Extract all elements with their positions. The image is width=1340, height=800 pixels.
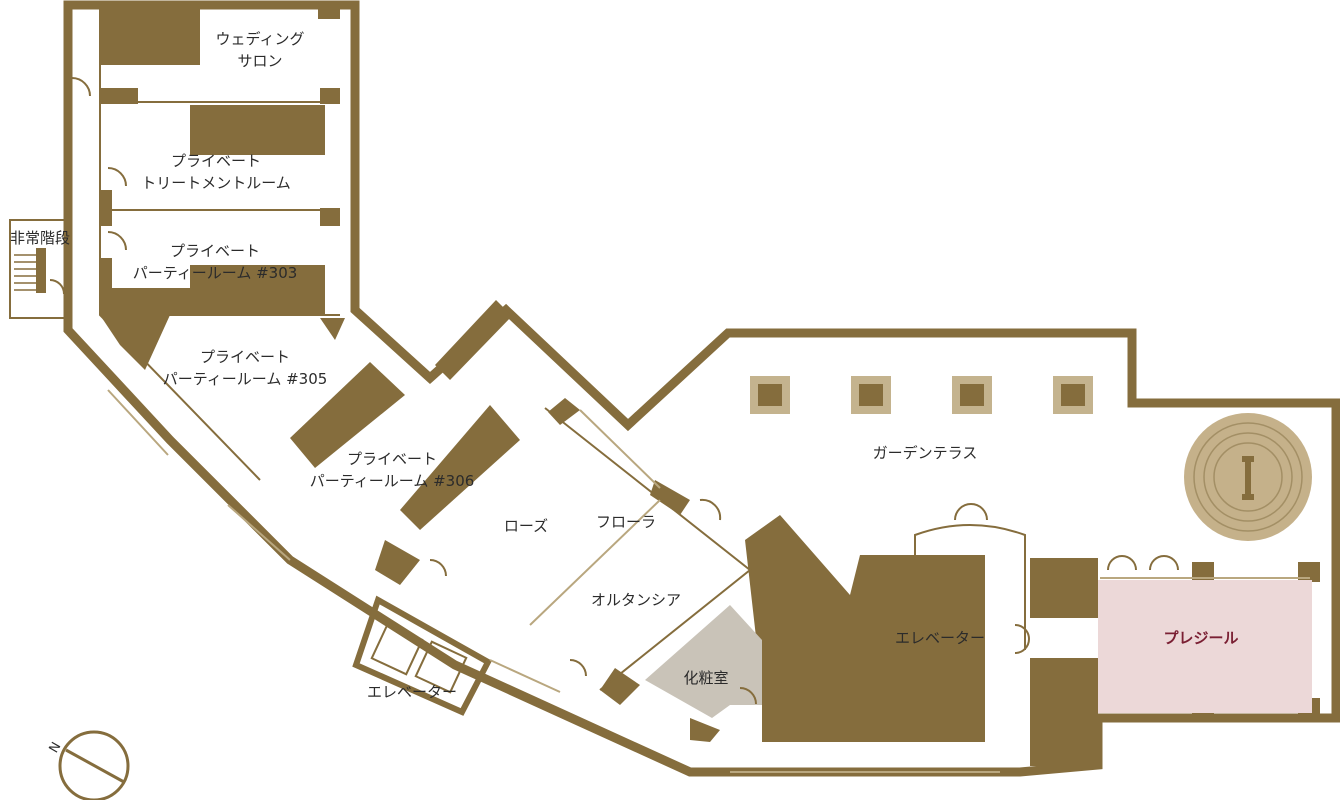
label-party-306: プライベートパーティールーム #306 bbox=[309, 450, 475, 490]
label-hortensia: オルタンシア bbox=[590, 591, 682, 609]
label-party-305: プライベートパーティールーム #305 bbox=[162, 348, 328, 388]
label-emergency-stairs: 非常階段 bbox=[9, 229, 71, 247]
core-303b bbox=[100, 288, 195, 315]
core-306c bbox=[435, 300, 512, 380]
label-party-303: プライベートパーティールーム #303 bbox=[132, 242, 298, 282]
label-pleasir: プレジール bbox=[1163, 629, 1239, 647]
core-hortensia bbox=[600, 668, 640, 705]
elevator-left-car-2 bbox=[414, 640, 468, 694]
core-flora bbox=[650, 480, 690, 515]
core-305 bbox=[100, 315, 170, 370]
elevator-right-frame-a bbox=[918, 568, 930, 580]
elevator-right-frame-b bbox=[955, 568, 967, 580]
core-rose bbox=[548, 398, 580, 425]
core-303 bbox=[190, 265, 325, 315]
elevator-left-car-1 bbox=[370, 622, 424, 676]
pillar-e bbox=[320, 208, 340, 226]
core-pleasir-top bbox=[1030, 558, 1098, 618]
pleasir-room-area bbox=[1098, 580, 1312, 713]
core-wedding-2 bbox=[318, 5, 340, 19]
window-runs bbox=[107, 389, 1310, 773]
core-treatment bbox=[190, 105, 325, 155]
label-elevator-left: エレベーター bbox=[366, 683, 458, 701]
label-treatment-room: プライベートトリートメントルーム bbox=[141, 152, 291, 192]
label-elevator-right: エレベーター bbox=[894, 629, 986, 647]
powder-room-area bbox=[645, 605, 762, 718]
label-powder-room: 化粧室 bbox=[683, 669, 729, 687]
pillar-d bbox=[100, 258, 112, 288]
fountain bbox=[1184, 413, 1312, 541]
core-lower bbox=[690, 718, 720, 742]
core-pleasir-bottom bbox=[1030, 658, 1098, 766]
label-garden-terrace: ガーデンテラス bbox=[872, 444, 978, 462]
hortensia-wall bbox=[544, 407, 752, 691]
pillar-b bbox=[320, 88, 340, 104]
garden-columns bbox=[750, 376, 1093, 414]
pillar-c bbox=[100, 190, 112, 226]
core-306b bbox=[400, 405, 520, 530]
elevator-right-car bbox=[924, 574, 966, 616]
stairs-treads bbox=[14, 254, 40, 291]
core-305b bbox=[320, 318, 345, 340]
label-rose: ローズ bbox=[503, 517, 549, 535]
emergency-stairs-box bbox=[9, 219, 69, 319]
label-flora: フローラ bbox=[595, 513, 657, 531]
partition-rose-hortensia bbox=[529, 499, 661, 626]
pillar-a bbox=[100, 88, 138, 104]
partition-rose-flora bbox=[579, 409, 661, 489]
label-wedding-salon: ウェディングサロン bbox=[215, 30, 305, 70]
core-306 bbox=[290, 362, 405, 468]
elevator-hall-wall bbox=[914, 524, 1026, 650]
door-swings bbox=[49, 77, 1179, 705]
compass bbox=[58, 730, 130, 800]
stairs-core bbox=[36, 248, 46, 293]
elevator-left-shaft bbox=[352, 595, 492, 716]
core-elev-left bbox=[375, 540, 420, 585]
core-wedding bbox=[100, 5, 200, 65]
